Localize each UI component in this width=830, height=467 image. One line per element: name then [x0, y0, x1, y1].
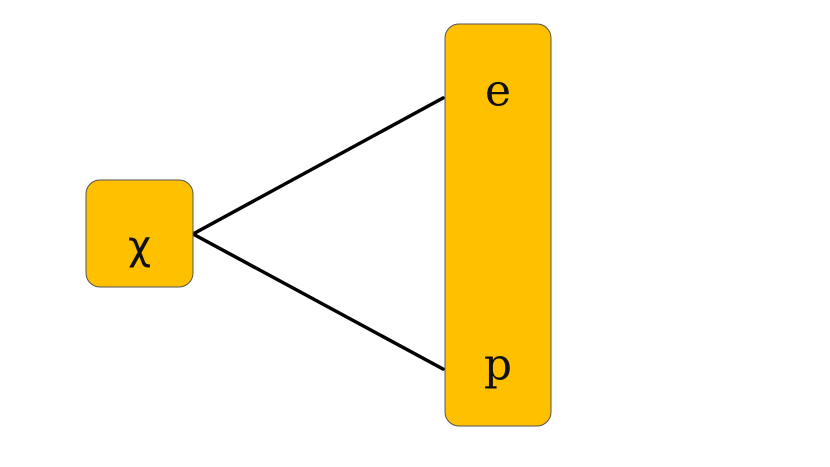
chi-node: χ — [85, 179, 194, 288]
chi-node-label: χ — [128, 223, 151, 269]
ep-node: e p — [444, 23, 552, 427]
edge-chi-to-p — [191, 232, 445, 371]
ep-node-label-p: p — [484, 340, 512, 391]
edge-chi-to-e — [191, 96, 445, 236]
chi-node-box — [85, 179, 194, 288]
ep-node-label-e: e — [485, 66, 511, 117]
ep-node-box — [444, 23, 552, 427]
